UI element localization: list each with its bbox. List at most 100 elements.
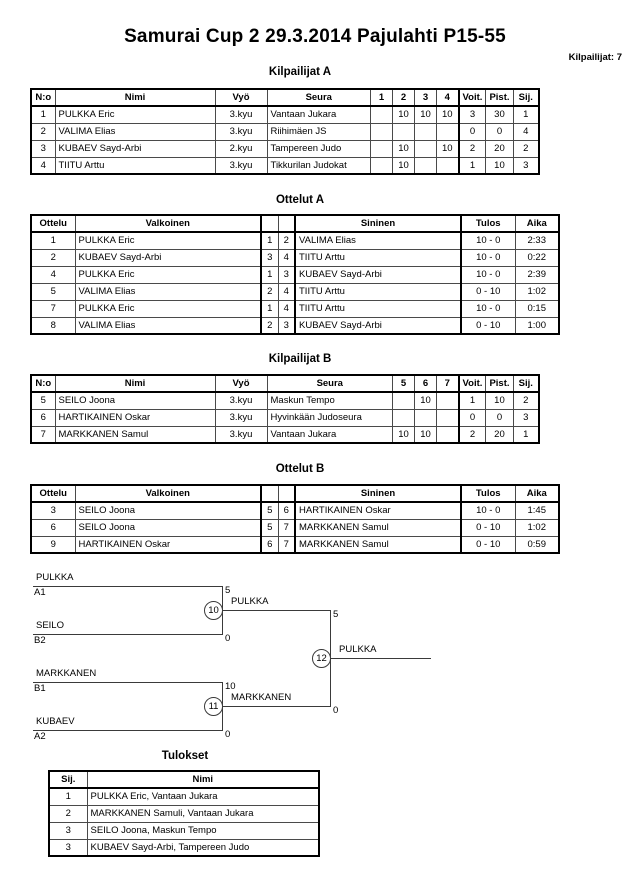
cell-result: 0 - 10 xyxy=(460,518,516,537)
cell-name: MARKKANEN Samul xyxy=(54,425,216,444)
cell-club: Vantaan Jukara xyxy=(266,105,372,124)
cell-club: Tampereen Judo xyxy=(266,139,372,158)
col-header-points: Pist. xyxy=(485,374,514,393)
col-header-blue: Sininen xyxy=(294,484,462,503)
cell-number: 3 xyxy=(30,139,56,158)
col-header-rank: Sij. xyxy=(48,770,88,789)
bracket-sf-top-lower-name: SEILO xyxy=(36,620,64,631)
col-header-name: Nimi xyxy=(54,88,216,107)
entrant-count: Kilpailijat: 7 xyxy=(568,52,622,63)
cell-white-no: 5 xyxy=(260,501,279,520)
cell-time: 0:59 xyxy=(514,535,560,554)
cell-time: 1:02 xyxy=(514,518,560,537)
cell-rank: 1 xyxy=(512,425,540,444)
cell-white-no: 2 xyxy=(260,316,279,335)
col-header-belt: Vyö xyxy=(214,88,268,107)
bracket-champion: PULKKA xyxy=(339,644,377,655)
bracket-sf-top-upper-score: 5 xyxy=(225,585,231,596)
cell-white-name: SEILO Joona xyxy=(74,501,262,520)
col-header-number: N:o xyxy=(30,88,56,107)
cell-score xyxy=(370,122,394,141)
cell-belt: 3.kyu xyxy=(214,105,268,124)
cell-white-name: SEILO Joona xyxy=(74,518,262,537)
col-header-opponent-1: 1 xyxy=(370,88,394,107)
cell-score xyxy=(436,156,460,175)
cell-name: SEILO Joona xyxy=(54,391,216,410)
col-header-blue-no xyxy=(277,214,296,233)
cell-score xyxy=(436,408,460,427)
cell-blue-name: VALIMA Elias xyxy=(294,231,462,250)
cell-score xyxy=(414,122,438,141)
cell-belt: 3.kyu xyxy=(214,425,268,444)
cell-white-name: VALIMA Elias xyxy=(74,316,262,335)
cell-belt: 3.kyu xyxy=(214,122,268,141)
cell-score xyxy=(392,408,416,427)
col-header-blue-no xyxy=(277,484,296,503)
cell-time: 2:33 xyxy=(514,231,560,250)
cell-rank: 2 xyxy=(512,391,540,410)
cell-time: 1:00 xyxy=(514,316,560,335)
cell-number: 2 xyxy=(30,122,56,141)
cell-result: 0 - 10 xyxy=(460,316,516,335)
cell-score: 10 xyxy=(392,139,416,158)
cell-blue-no: 6 xyxy=(277,501,296,520)
cell-white-no: 6 xyxy=(260,535,279,554)
cell-club: Maskun Tempo xyxy=(266,391,394,410)
bracket-sf-bottom-winner-line xyxy=(223,706,331,707)
cell-result: 10 - 0 xyxy=(460,299,516,318)
col-header-rank: Sij. xyxy=(512,88,540,107)
cell-club: Riihimäen JS xyxy=(266,122,372,141)
col-header-wins: Voit. xyxy=(457,374,487,393)
bracket-final-winner-line xyxy=(331,658,431,659)
col-header-time: Aika xyxy=(514,214,560,233)
col-header-white: Valkoinen xyxy=(74,214,262,233)
cell-score xyxy=(414,156,438,175)
col-header-white-no xyxy=(260,484,279,503)
cell-time: 0:15 xyxy=(514,299,560,318)
cell-points: 10 xyxy=(485,391,514,410)
cell-match-no: 1 xyxy=(30,231,76,250)
col-header-result: Tulos xyxy=(460,214,516,233)
bracket-sf-top-upper-line xyxy=(33,586,223,587)
cell-blue-name: TIITU Arttu xyxy=(294,248,462,267)
cell-score xyxy=(414,139,438,158)
cell-score xyxy=(370,105,394,124)
bracket-sf-top-lower-line xyxy=(33,634,223,635)
cell-score xyxy=(436,122,460,141)
cell-points: 20 xyxy=(485,139,514,158)
cell-rank: 1 xyxy=(512,105,540,124)
col-header-white-no xyxy=(260,214,279,233)
cell-match-no: 6 xyxy=(30,518,76,537)
cell-white-name: VALIMA Elias xyxy=(74,282,262,301)
cell-result: 10 - 0 xyxy=(460,501,516,520)
col-header-opponent-6: 6 xyxy=(414,374,438,393)
pool-b-heading: Kilpailijat B xyxy=(268,353,332,365)
col-header-opponent-3: 3 xyxy=(414,88,438,107)
cell-rank: 3 xyxy=(48,821,88,840)
cell-white-no: 1 xyxy=(260,299,279,318)
col-header-blue: Sininen xyxy=(294,214,462,233)
col-header-rank: Sij. xyxy=(512,374,540,393)
cell-score: 10 xyxy=(392,156,416,175)
cell-blue-no: 7 xyxy=(277,535,296,554)
cell-result: 0 - 10 xyxy=(460,535,516,554)
cell-number: 7 xyxy=(30,425,56,444)
cell-blue-name: TIITU Arttu xyxy=(294,282,462,301)
bracket-sf-top-lower-seed: B2 xyxy=(34,635,46,646)
cell-score xyxy=(370,139,394,158)
cell-score: 10 xyxy=(414,391,438,410)
cell-points: 30 xyxy=(485,105,514,124)
